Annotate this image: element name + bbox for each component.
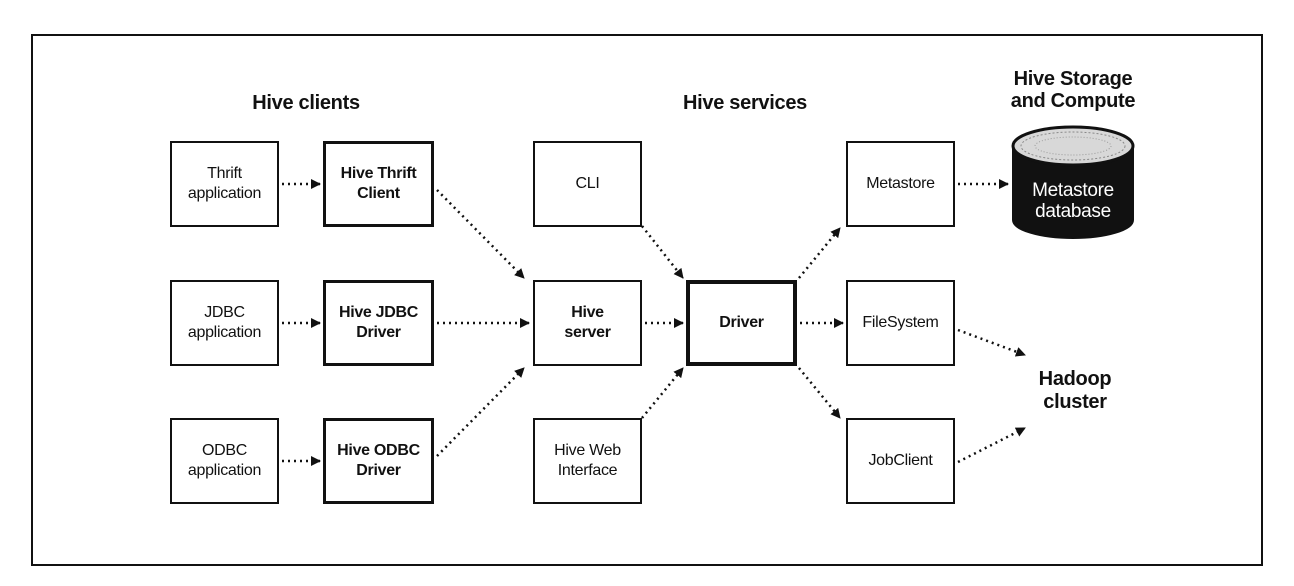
jobclient-box: JobClient	[846, 418, 955, 504]
hadoop-cluster-label: Hadoop cluster	[1038, 368, 1112, 413]
section-title-storage: Hive Storage and Compute	[1010, 68, 1136, 112]
edge-driver-to-metastore	[798, 227, 841, 279]
hive-jdbc-driver-box: Hive JDBC Driver	[323, 280, 434, 366]
hive-thrift-client-box: Hive Thrift Client	[323, 141, 434, 227]
driver-box: Driver	[686, 280, 797, 366]
hive-web-interface-box: Hive Web Interface	[533, 418, 642, 504]
hive-server-box: Hive server	[533, 280, 642, 366]
edge-driver-to-jobclient	[798, 367, 841, 419]
jdbc-application-box: JDBC application	[170, 280, 279, 366]
section-title-clients: Hive clients	[252, 92, 360, 114]
edge-odbc-driver-to-hive-server	[436, 367, 525, 457]
metastore-box: Metastore	[846, 141, 955, 227]
edge-jobclient-to-hadoop-cluster	[957, 426, 1026, 464]
metastore-database-label: Metastore database	[1032, 180, 1114, 222]
edge-cli-to-driver	[641, 225, 684, 279]
filesystem-box: FileSystem	[846, 280, 955, 366]
cli-box: CLI	[533, 141, 642, 227]
section-title-services: Hive services	[683, 92, 807, 114]
edge-group	[282, 179, 1026, 466]
edge-web-interface-to-driver	[641, 367, 684, 419]
thrift-application-box: Thrift application	[170, 141, 279, 227]
edge-filesystem-to-hadoop-cluster	[957, 328, 1026, 357]
odbc-application-box: ODBC application	[170, 418, 279, 504]
database-cylinder-icon	[1011, 125, 1135, 239]
hive-odbc-driver-box: Hive ODBC Driver	[323, 418, 434, 504]
edge-thrift-client-to-hive-server	[436, 189, 525, 279]
